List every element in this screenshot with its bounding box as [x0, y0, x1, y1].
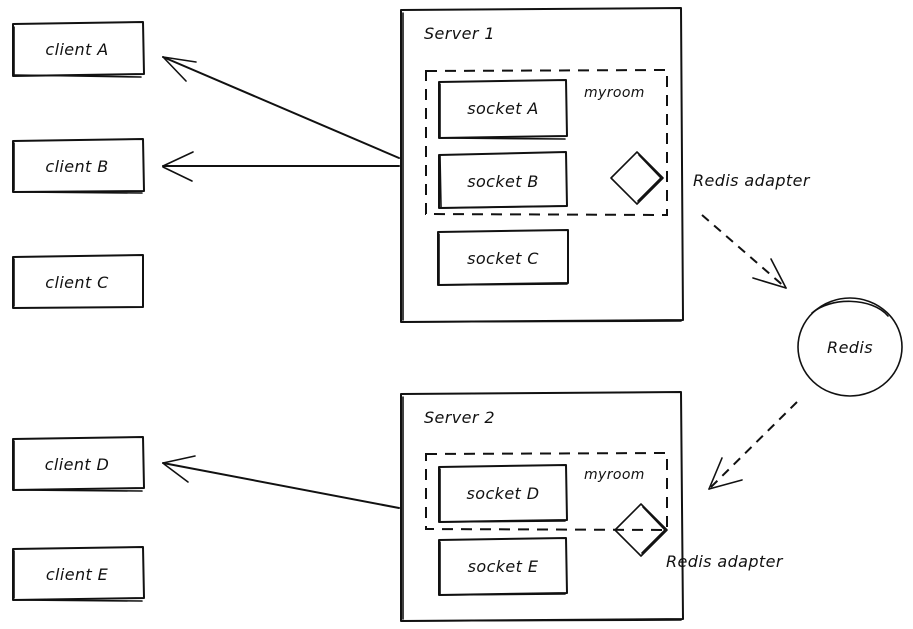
server-box-server-1[interactable]: Server 1 myroom socket A socket B socket… [400, 7, 684, 323]
client-label: client E [46, 565, 109, 584]
connections-group [162, 56, 798, 509]
server-box-server-2[interactable]: Server 2 myroom socket D socket E [400, 391, 684, 622]
adapter-diamond-icon [614, 503, 668, 557]
client-box-client-d[interactable]: client D [12, 436, 145, 492]
client-label: client A [45, 40, 108, 59]
socket-label: socket E [468, 557, 539, 576]
socket-box-socket-e[interactable]: socket E [438, 537, 568, 596]
client-box-client-a[interactable]: client A [12, 21, 145, 78]
server-title: Server 1 [424, 24, 495, 43]
room-box-server-1: myroom [425, 68, 668, 217]
client-label: client D [45, 455, 110, 474]
room-label: myroom [584, 85, 645, 101]
redis-adapter-label-top: Redis adapter [693, 171, 811, 190]
client-box-client-b[interactable]: client B [12, 138, 145, 194]
socket-box-socket-c[interactable]: socket C [437, 229, 569, 286]
arrow-server1-to-client-a [162, 56, 400, 159]
room-label: myroom [584, 467, 645, 483]
client-box-client-c[interactable]: client C [12, 254, 144, 309]
socket-label: socket C [467, 249, 539, 268]
redis-node[interactable]: Redis [797, 297, 903, 397]
socket-box-socket-b[interactable]: socket B [438, 151, 568, 209]
adapter-diamond-icon [610, 151, 664, 205]
arrow-redis-to-server2 [708, 401, 798, 490]
arrow-server2-to-client-d [162, 455, 400, 509]
arrow-server1-to-redis [701, 214, 787, 289]
client-label: client C [45, 273, 109, 292]
client-box-client-e[interactable]: client E [12, 546, 145, 602]
redis-adapter-label-bottom: Redis adapter [666, 552, 784, 571]
socket-box-socket-a[interactable]: socket A [438, 79, 568, 140]
socket-box-socket-d[interactable]: socket D [438, 464, 568, 523]
arrow-server1-to-client-b [162, 151, 400, 182]
clients-group: client A client B client C client D clie… [12, 21, 145, 602]
server-title: Server 2 [424, 408, 495, 427]
client-label: client B [45, 157, 108, 176]
socket-label: socket B [467, 172, 539, 191]
redis-label: Redis [827, 338, 873, 357]
room-box-server-2: myroom [425, 451, 668, 532]
socket-label: socket A [467, 99, 539, 118]
socket-label: socket D [467, 484, 540, 503]
